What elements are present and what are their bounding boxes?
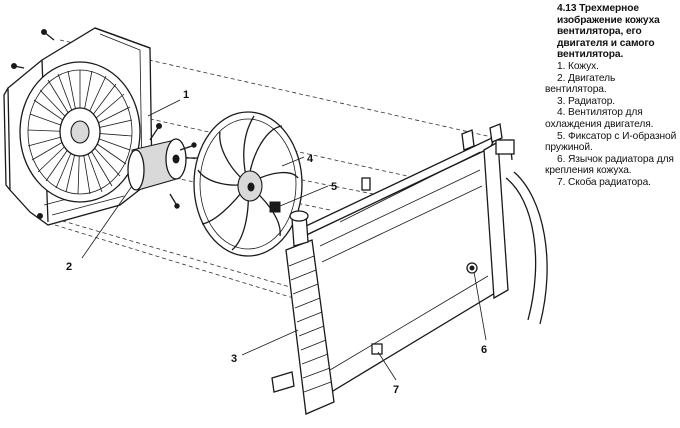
- motor-bolt-icon: [149, 123, 197, 209]
- fan-motor: [127, 123, 205, 209]
- shroud-bolt-icon: [11, 29, 55, 219]
- caption-title: 4.13 Трехмерное изображение кожуха венти…: [557, 3, 660, 61]
- retainer-clip: [269, 201, 281, 213]
- callout-1: 1: [183, 89, 189, 101]
- callout-5: 5: [331, 181, 337, 193]
- callout-labels: 1 2 3 4 5 6 7: [66, 89, 487, 396]
- callout-3: 3: [231, 353, 237, 365]
- cooling-fan: [193, 111, 371, 257]
- caption-item: 2. Двигатель вентилятора.: [545, 72, 616, 96]
- leader-lines: [81, 99, 487, 381]
- caption-item: 1. Кожух.: [557, 60, 599, 72]
- caption-item: 3. Радиатор.: [557, 95, 616, 107]
- callout-6: 6: [481, 344, 487, 356]
- caption-item: 6. Язычок радиатора для крепления кожуха…: [545, 153, 674, 177]
- figure-caption: 4.13 Трехмерное изображение кожуха венти…: [545, 3, 679, 189]
- radiator-tank-ribs: [288, 255, 332, 393]
- fan-shroud: [3, 27, 153, 226]
- radiator-tab-icon: [466, 262, 478, 274]
- callout-2: 2: [66, 261, 72, 273]
- radiator: [271, 123, 548, 415]
- radiator-bracket-icon: [371, 343, 383, 355]
- caption-item: 4. Вентилятор для охлаждения двигателя.: [545, 107, 654, 130]
- small-clip-icon: [361, 177, 371, 191]
- callout-7: 7: [393, 384, 399, 396]
- caption-item: 7. Скоба радиатора.: [557, 176, 651, 188]
- caption-item: 5. Фиксатор с И-образной пружиной.: [545, 130, 677, 154]
- callout-4: 4: [307, 153, 314, 165]
